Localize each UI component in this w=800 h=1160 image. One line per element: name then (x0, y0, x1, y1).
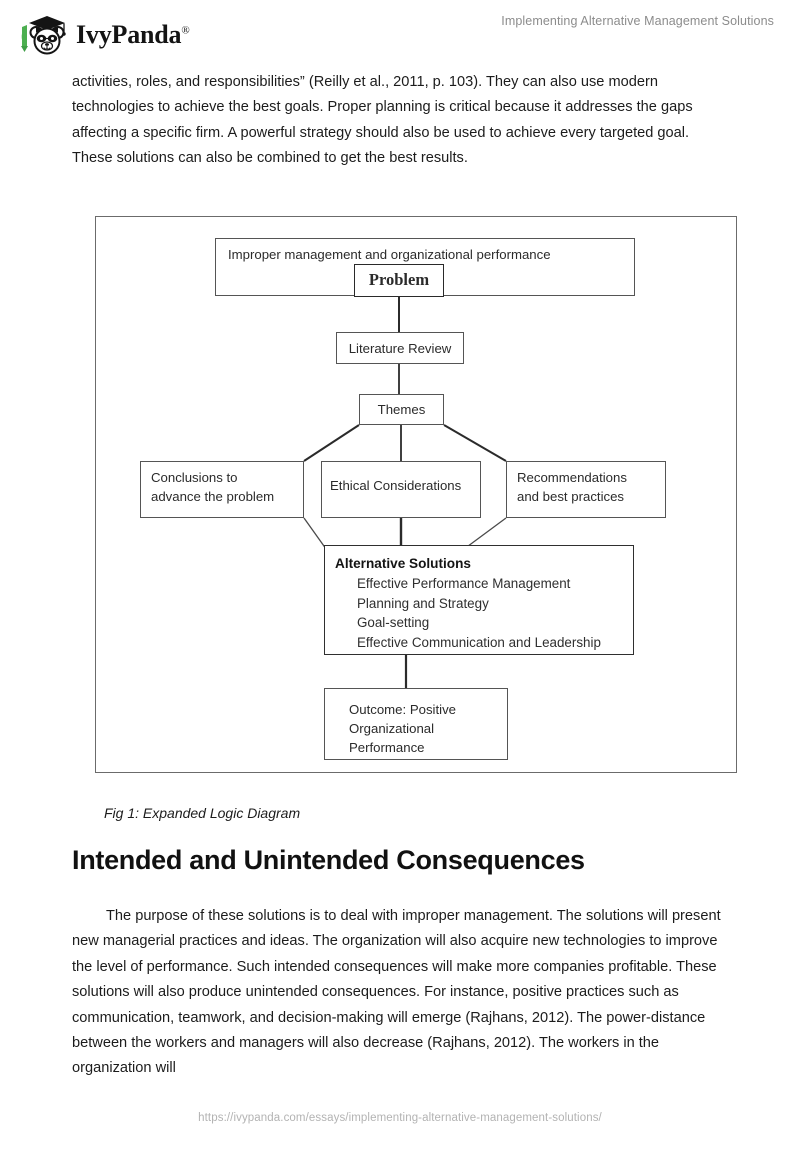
recommendations-line-1: Recommendations (517, 470, 627, 485)
panda-graduation-cap-icon (21, 16, 66, 55)
brand-logo[interactable]: IvyPanda® (14, 10, 190, 60)
outcome-line-3: Performance (349, 740, 425, 755)
brand-name: IvyPanda® (76, 22, 190, 48)
diagram-box-problem: Problem (354, 264, 444, 297)
page-header: IvyPanda® Implementing Alternative Manag… (0, 0, 800, 62)
content-top: activities, roles, and responsibilities”… (72, 70, 722, 172)
solutions-item: Planning and Strategy (357, 595, 489, 611)
solutions-title: Alternative Solutions (335, 556, 471, 571)
footer-source-url[interactable]: https://ivypanda.com/essays/implementing… (198, 1112, 602, 1124)
diagram-box-alternative-solutions: Alternative Solutions Effective Performa… (324, 545, 634, 655)
paragraph-top: activities, roles, and responsibilities”… (72, 74, 693, 167)
registered-mark: ® (181, 24, 190, 37)
solutions-list: Effective Performance Management Plannin… (335, 574, 633, 652)
solutions-item: Goal-setting (357, 615, 430, 630)
recommendations-label: Recommendations and best practices (507, 462, 665, 512)
diagram-box-ethical-considerations: Ethical Considerations (321, 461, 481, 518)
problem-header-label: Improper management and organizational p… (228, 247, 551, 262)
paragraph-bottom: The purpose of these solutions is to dea… (72, 908, 721, 1077)
diagram-box-conclusions: Conclusions to advance the problem (140, 461, 304, 518)
outcome-label: Outcome: Positive Organizational Perform… (325, 689, 507, 757)
content-bottom: The purpose of these solutions is to dea… (72, 904, 722, 1082)
page-footer: https://ivypanda.com/essays/implementing… (0, 1108, 800, 1126)
diagram-box-recommendations: Recommendations and best practices (506, 461, 666, 518)
outcome-line-2: Organizational (349, 721, 435, 736)
solutions-item: Effective Communication and Leadership (357, 634, 601, 650)
solutions-item: Effective Performance Management (357, 576, 571, 591)
conclusions-line-2: advance the problem (151, 489, 275, 504)
literature-review-label: Literature Review (348, 341, 452, 356)
document-title: Implementing Alternative Management Solu… (501, 14, 774, 28)
conclusions-label: Conclusions to advance the problem (141, 462, 303, 512)
diagram-box-themes: Themes (359, 394, 444, 425)
diagram-box-literature-review: Literature Review (336, 332, 464, 364)
problem-label: Problem (368, 270, 430, 289)
themes-label: Themes (377, 402, 426, 417)
brand-name-text: IvyPanda (76, 20, 182, 49)
diagram-box-outcome: Outcome: Positive Organizational Perform… (324, 688, 508, 760)
ethical-label: Ethical Considerations (330, 478, 462, 493)
conclusions-line-1: Conclusions to (151, 470, 238, 485)
section-heading: Intended and Unintended Consequences (72, 845, 585, 875)
recommendations-line-2: and best practices (517, 489, 625, 504)
logic-diagram-figure: Improper management and organizational p… (95, 216, 737, 773)
outcome-line-1: Outcome: Positive (349, 702, 457, 717)
figure-caption: Fig 1: Expanded Logic Diagram (104, 805, 301, 821)
